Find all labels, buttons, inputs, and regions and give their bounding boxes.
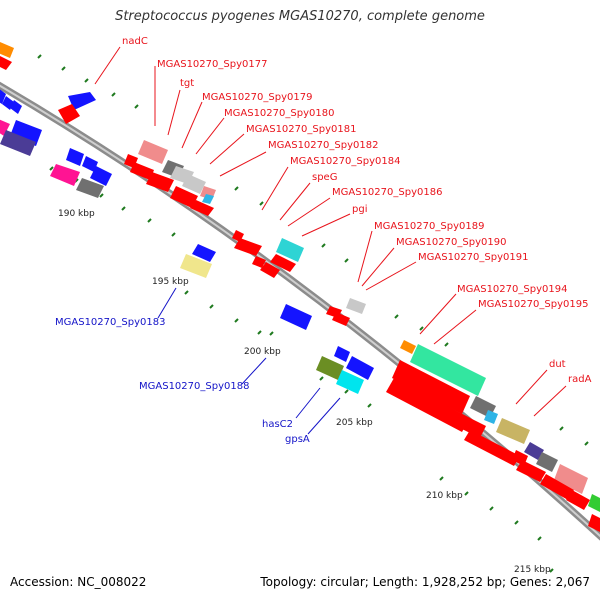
tick-labels: 190 kbp 195 kbp 200 kbp 205 kbp 210 kbp …	[58, 209, 551, 575]
cds-features-lower	[180, 244, 590, 510]
gene-label: MGAS10270_Spy0189	[374, 221, 484, 232]
tick-label: 195 kbp	[152, 277, 189, 287]
gene-label: radA	[568, 374, 592, 385]
gene-label: MGAS10270_Spy0182	[268, 140, 378, 151]
gene-label: MGAS10270_Spy0186	[332, 187, 442, 198]
gene-label: dut	[549, 359, 566, 370]
gene-label: MGAS10270_Spy0194	[457, 284, 567, 295]
map-title: Streptococcus pyogenes MGAS10270, comple…	[115, 9, 485, 24]
gene-label: tgt	[180, 78, 194, 89]
cds-features-left	[0, 42, 42, 156]
tick-label: 190 kbp	[58, 209, 95, 219]
gene-labels-bottom: MGAS10270_Spy0183 MGAS10270_Spy0188 hasC…	[55, 317, 310, 445]
gene-labels-top: nadC MGAS10270_Spy0177 tgt MGAS10270_Spy…	[122, 36, 592, 385]
tick-marks	[37, 54, 589, 573]
gene-label: nadC	[122, 36, 148, 47]
gene-label: MGAS10270_Spy0180	[224, 108, 334, 119]
gene-label: MGAS10270_Spy0177	[157, 59, 267, 70]
tick-label: 210 kbp	[426, 491, 463, 501]
gene-label: hasC2	[262, 419, 293, 430]
tick-label: 205 kbp	[336, 418, 373, 428]
gene-label: pgi	[352, 204, 367, 215]
gene-label: MGAS10270_Spy0181	[246, 124, 356, 135]
gene-label: speG	[312, 172, 337, 183]
gene-label: MGAS10270_Spy0191	[418, 252, 528, 263]
gene-label: gpsA	[285, 434, 310, 445]
gene-label: MGAS10270_Spy0183	[55, 317, 165, 328]
leader-lines-bottom	[157, 287, 341, 435]
gene-label: MGAS10270_Spy0184	[290, 156, 400, 167]
accession-text: Accession: NC_008022	[10, 575, 147, 589]
gene-label: MGAS10270_Spy0188	[139, 381, 249, 392]
gene-label: MGAS10270_Spy0179	[202, 92, 312, 103]
tick-label: 215 kbp	[514, 565, 551, 575]
tick-label: 200 kbp	[244, 347, 281, 357]
cds-features-upper	[50, 92, 600, 532]
gene-label: MGAS10270_Spy0190	[396, 237, 506, 248]
topology-summary: Topology: circular; Length: 1,928,252 bp…	[260, 575, 590, 589]
gene-label: MGAS10270_Spy0195	[478, 299, 588, 310]
leader-lines-top	[94, 46, 567, 417]
